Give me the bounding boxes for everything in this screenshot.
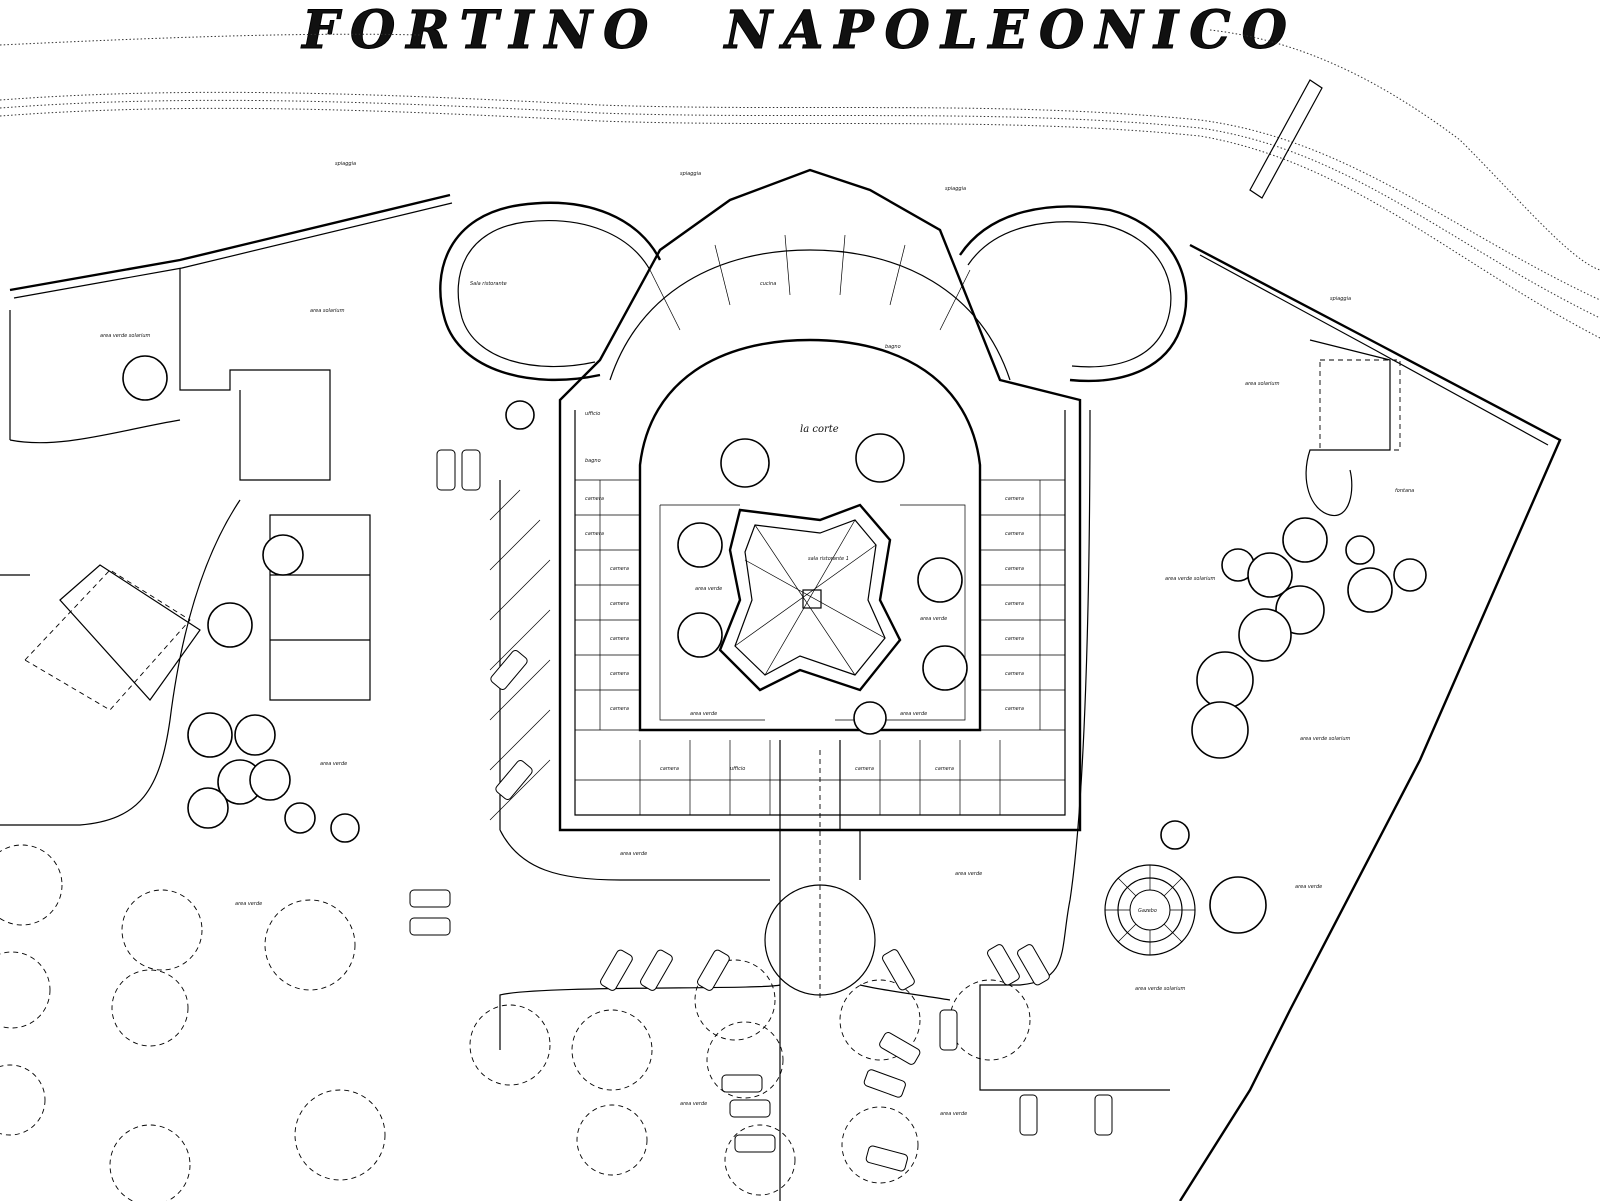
olive-grove [0, 844, 1031, 1201]
central-pavilion [718, 503, 902, 692]
label-camera-9: camera [1005, 531, 1024, 537]
arc-rooms [609, 234, 1011, 381]
shoreline [0, 29, 1600, 339]
label-area-verde-10: area verde [690, 711, 717, 717]
label-camera-2: camera [585, 531, 604, 537]
label-camera-10: camera [1005, 566, 1024, 572]
label-area-verde-2: area verde [235, 901, 262, 907]
label-ufficio-2: ufficio [730, 766, 745, 772]
label-spiaggia-1: spiaggia [335, 161, 356, 167]
pier [1249, 79, 1323, 199]
label-camera-17: camera [935, 766, 954, 772]
label-area-verde-solarium-2: area verde solarium [1165, 576, 1216, 582]
label-area-verde-3: area verde [620, 851, 647, 857]
label-camera-12: camera [1005, 636, 1024, 642]
entrance-drive [499, 750, 951, 1201]
label-area-verde-9: area verde [920, 616, 947, 622]
label-area-verde-solarium-3: area verde solarium [1300, 736, 1351, 742]
label-bagno-1: bagno [585, 458, 601, 464]
plan-title: FORTINO NAPOLEONICO [0, 0, 1600, 62]
label-spiaggia-4: spiaggia [1330, 296, 1351, 302]
label-camera-11: camera [1005, 601, 1024, 607]
courtyard-lawn [659, 504, 966, 721]
right-wing-rooms [980, 479, 1065, 731]
label-area-verde-5: area verde [1295, 884, 1322, 890]
label-area-verde-solarium-4: area verde solarium [1135, 986, 1186, 992]
label-bagno-2: bagno [885, 344, 901, 350]
label-sala-ristorante: Sala ristorante [470, 281, 507, 287]
label-la-corte: la corte [800, 424, 839, 435]
label-area-solarium-2: area solarium [1245, 381, 1280, 387]
label-camera-1: camera [585, 496, 604, 502]
label-area-verde-1: area verde [320, 761, 347, 767]
label-area-verde-7: area verde [940, 1111, 967, 1117]
label-camera-7: camera [610, 706, 629, 712]
label-sala-ristorante-1: sala ristorante 1 [808, 556, 849, 562]
label-camera-15: camera [660, 766, 679, 772]
right-round-wing [959, 205, 1188, 383]
label-spiaggia-2: spiaggia [680, 171, 701, 177]
restaurant-wing [439, 201, 662, 382]
label-cucina: cucina [760, 281, 776, 287]
right-area-boundary [979, 243, 1562, 1201]
trees [122, 355, 1427, 934]
label-gazebo: Gazebo [1138, 908, 1157, 914]
label-camera-13: camera [1005, 671, 1024, 677]
label-area-verde-solarium-1: area verde solarium [100, 333, 151, 339]
label-camera-8: camera [1005, 496, 1024, 502]
fortress-building [558, 168, 1082, 832]
label-area-verde-4: area verde [955, 871, 982, 877]
parked-cars [409, 449, 1113, 1172]
label-camera-14: camera [1005, 706, 1024, 712]
label-camera-3: camera [610, 566, 629, 572]
label-ufficio-1: ufficio [585, 411, 600, 417]
left-wing-rooms [575, 479, 640, 731]
label-area-verde-11: area verde [900, 711, 927, 717]
label-spiaggia-3: spiaggia [945, 186, 966, 192]
label-area-verde-8: area verde [695, 586, 722, 592]
title-word-2: NAPOLEONICO [724, 0, 1298, 62]
label-camera-16: camera [855, 766, 874, 772]
label-camera-4: camera [610, 601, 629, 607]
label-fontana: fontana [1395, 488, 1414, 494]
label-camera-5: camera [610, 636, 629, 642]
left-area-boundary [0, 193, 453, 826]
label-area-verde-6: area verde [680, 1101, 707, 1107]
title-word-1: FORTINO [302, 0, 660, 62]
label-area-solarium-1: area solarium [310, 308, 345, 314]
label-camera-6: camera [610, 671, 629, 677]
parking-stalls-left [489, 480, 770, 881]
gazebo [1104, 864, 1196, 956]
plan-labels: spiaggia spiaggia spiaggia spiaggia area… [100, 161, 1414, 1117]
